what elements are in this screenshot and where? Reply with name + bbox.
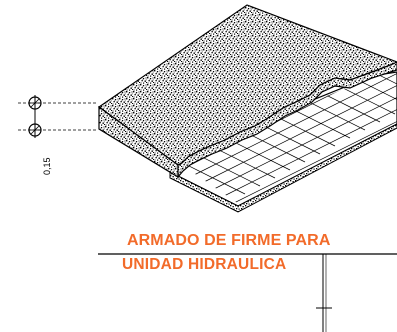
concrete-slab (97, 4, 397, 179)
title-leader (98, 253, 397, 332)
drawing-title-line1: ARMADO DE FIRME PARA (127, 232, 331, 249)
thickness-dimension (18, 95, 98, 138)
drawing-title-line2: UNIDAD HIDRAULICA (122, 256, 287, 273)
thickness-value: 0,15 (42, 157, 52, 175)
